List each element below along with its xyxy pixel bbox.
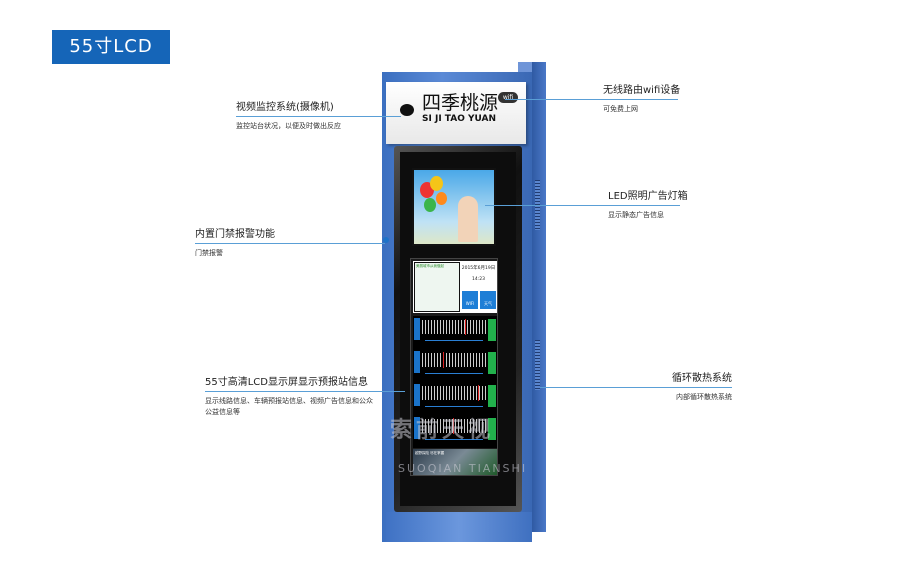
annotation-dot: [383, 237, 389, 243]
annotation-wifi: 无线路由wifi设备 可免费上网: [505, 81, 680, 115]
kiosk-header-sign: 四季桃源 SI JI TAO YUAN wifi: [386, 82, 526, 144]
header-en: SI JI TAO YUAN: [422, 114, 497, 124]
annotation-alarm: 内置门禁报警功能 门禁报警: [195, 225, 385, 259]
lcd-time: 14:23: [472, 277, 485, 282]
lcd-display: 美丽城市从我做起 2015年6月19日 14:23 WIFI 天气 越野探险 尽…: [410, 258, 498, 476]
lcd-info-panel: 美丽城市从我做起 2015年6月19日 14:23 WIFI 天气: [413, 261, 497, 313]
annotation-led-lightbox: LED照明广告灯箱 显示静态广告信息: [485, 187, 688, 221]
title-badge: 55寸LCD: [52, 30, 170, 64]
annotation-lcd: 55寸高清LCD显示屏显示预报站信息 显示线路信息、车辆预报站信息、视频广告信息…: [205, 373, 405, 418]
header-cn: 四季桃源: [422, 92, 499, 114]
route-row: [413, 349, 497, 382]
weather-tile: 天气: [480, 291, 496, 309]
led-ad-lightbox: [412, 168, 496, 246]
annotation-cooling: 循环散热系统 内部循环散热系统: [540, 369, 732, 403]
lcd-date: 2015年6月19日: [461, 266, 496, 271]
route-row: [413, 382, 497, 415]
lcd-video-ad: 越野探险 尽在掌握: [413, 449, 497, 475]
lcd-picture: 美丽城市从我做起: [414, 262, 460, 312]
watermark-text: SUOQIAN TIANSHI: [398, 462, 528, 475]
watermark-logo: 索前天视: [390, 418, 495, 443]
route-row: [413, 316, 497, 349]
camera-icon: [400, 104, 414, 116]
kiosk-base: [386, 512, 532, 542]
annotation-camera: 视频监控系统(摄像机) 监控站台状况，以便及时做出反应: [236, 98, 401, 132]
wifi-tile: WIFI: [462, 291, 478, 309]
wifi-router-icon: wifi: [498, 92, 518, 103]
route-row: [413, 415, 497, 448]
kiosk-side-panel: [532, 62, 546, 532]
vent-lower: [535, 340, 540, 390]
